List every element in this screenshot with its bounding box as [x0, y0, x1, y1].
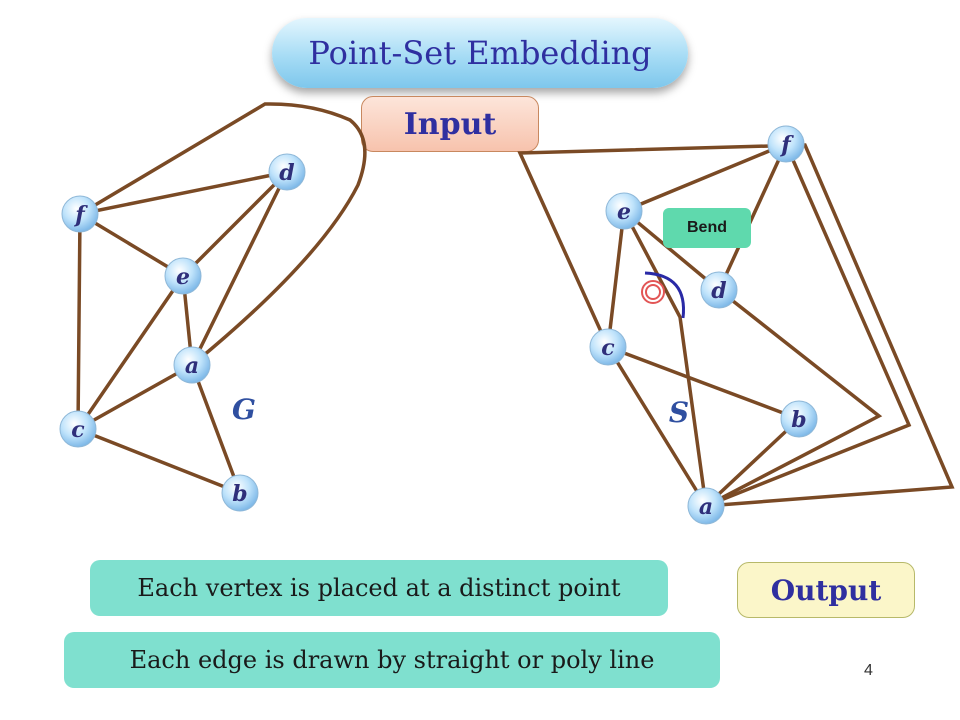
vertex-g-a: a [173, 346, 211, 384]
vertex-s-a-label: a [699, 494, 713, 520]
vertex-s-d: d [700, 271, 738, 309]
vertex-s-b-label: b [791, 407, 806, 433]
vertex-g-f: f [61, 195, 99, 233]
vertex-s-c-label: c [601, 335, 615, 361]
caption-edge-drawing: Each edge is drawn by straight or poly l… [64, 632, 720, 688]
caption-vertex-placement: Each vertex is placed at a distinct poin… [90, 560, 668, 616]
vertex-g-e: e [164, 257, 202, 295]
edge-g-f-a-curve [78, 102, 367, 367]
edge-s-e-a-bend [622, 209, 708, 508]
bend-point-inner [645, 284, 661, 300]
edge-s-b-a [704, 417, 801, 508]
edge-s-c-a-outer [517, 143, 955, 508]
edge-s-f-a [704, 142, 912, 508]
vertex-s-f-label: f [779, 132, 794, 158]
point-set-s-vertices: f e d c b a [589, 125, 818, 525]
input-label: Input [403, 106, 497, 142]
point-set-s-label: S [669, 396, 689, 429]
edge-s-e-d [622, 209, 721, 292]
edge-s-e-f [622, 142, 788, 213]
vertex-g-b-label: b [232, 481, 247, 507]
vertex-s-c: c [589, 328, 627, 366]
edge-g-f-d [78, 170, 289, 216]
edge-g-f-c [76, 212, 82, 431]
edge-s-c-b [606, 345, 801, 421]
caption-vertex-placement-text: Each vertex is placed at a distinct poin… [137, 574, 621, 602]
graph-g-edges [76, 102, 367, 495]
edge-g-a-d [190, 170, 289, 367]
bend-label-box: Bend [663, 208, 751, 248]
vertex-g-d-label: d [279, 160, 294, 186]
edge-g-a-c [76, 363, 194, 431]
bend-point-outer [641, 280, 665, 304]
edge-g-e-d [181, 170, 289, 278]
point-set-s-edges [517, 142, 955, 508]
edge-g-f-e [78, 212, 185, 278]
input-label-box: Input [361, 96, 539, 152]
slide-title-text: Point-Set Embedding [308, 34, 652, 72]
output-label: Output [770, 573, 882, 607]
vertex-s-f: f [767, 125, 805, 163]
vertex-g-a-label: a [185, 353, 199, 379]
page-number: 4 [864, 662, 873, 679]
graph-g-vertices: f d e a c b [59, 153, 306, 512]
vertex-g-d: d [268, 153, 306, 191]
vertex-g-e-label: e [176, 264, 190, 290]
vertex-s-e-label: e [617, 199, 631, 225]
edge-s-c-a [606, 345, 708, 508]
edge-s-f-d [717, 142, 788, 292]
edge-g-c-b [76, 427, 242, 495]
vertex-s-e: e [605, 192, 643, 230]
vertex-s-d-label: d [711, 278, 726, 304]
vertex-s-b: b [780, 400, 818, 438]
output-label-box: Output [737, 562, 915, 618]
vertex-g-f-label: f [73, 202, 88, 228]
edge-g-e-c [76, 274, 185, 431]
vertex-s-a: a [687, 487, 725, 525]
vertex-g-c-label: c [71, 417, 85, 443]
vertex-g-c: c [59, 410, 97, 448]
edge-s-d-a [704, 288, 883, 508]
vertex-g-b: b [221, 474, 259, 512]
caption-edge-drawing-text: Each edge is drawn by straight or poly l… [129, 646, 655, 674]
bend-label: Bend [687, 219, 727, 236]
edge-s-e-c [606, 209, 626, 349]
slide-title: Point-Set Embedding [272, 18, 688, 88]
graph-g-label: G [232, 393, 256, 426]
edge-g-a-b [190, 363, 242, 495]
bend-angle-arc [644, 271, 686, 319]
